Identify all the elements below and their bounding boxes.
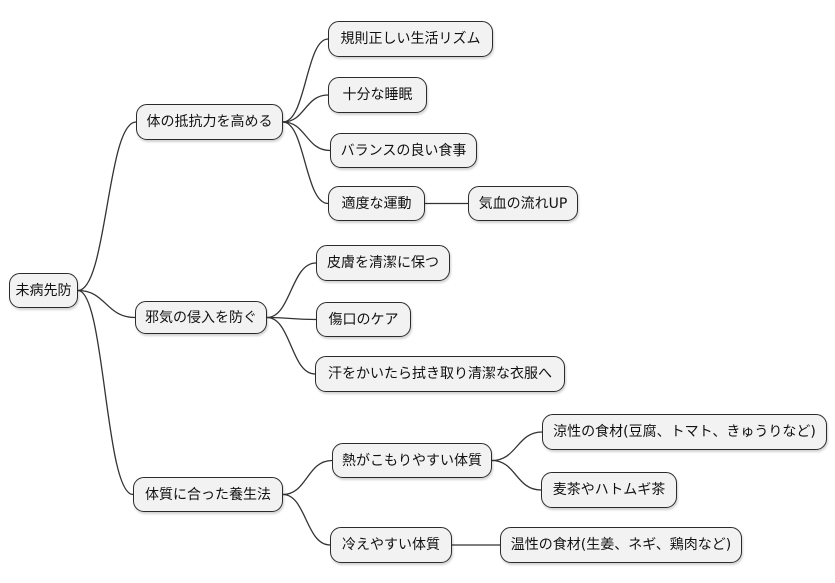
node-regular-rhythm: 規則正しい生活リズム [328, 21, 493, 57]
node-constitution-based-care: 体質に合った養生法 [133, 477, 283, 512]
node-cold-prone-constitution: 冷えやすい体質 [330, 527, 452, 563]
node-wipe-sweat-clean-clothes: 汗をかいたら拭き取り清潔な衣服へ [315, 356, 565, 392]
node-root: 未病先防 [9, 273, 78, 308]
node-barley-tea: 麦茶やハトムギ茶 [541, 472, 677, 508]
edge-root-to-boost-resistance [77, 121, 137, 292]
node-balanced-diet: バランスの良い食事 [330, 133, 477, 168]
node-sufficient-sleep: 十分な睡眠 [328, 77, 427, 113]
node-wound-care: 傷口のケア [316, 302, 411, 337]
edge-boost-resistance-to-moderate-exercise [282, 121, 329, 205]
edge-root-to-constitution-based-care [77, 289, 134, 496]
edge-prevent-invasion-to-wipe-sweat [266, 316, 316, 375]
edge-constitution-care-to-heat-prone [282, 459, 333, 496]
edge-prevent-invasion-to-keep-skin-clean [266, 262, 317, 319]
node-boost-resistance: 体の抵抗力を高める [136, 104, 283, 140]
node-heat-prone-constitution: 熱がこもりやすい体質 [332, 443, 492, 478]
edge-boost-resistance-to-regular-rhythm [282, 38, 329, 123]
edge-heat-prone-to-cooling-foods [491, 431, 543, 462]
edge-prevent-invasion-to-wound-care [266, 316, 317, 321]
edge-boost-resistance-to-sufficient-sleep [282, 94, 329, 123]
edge-boost-resistance-to-balanced-diet [282, 121, 331, 152]
node-warming-foods: 温性の食材(生姜、ネギ、鶏肉など) [500, 527, 742, 563]
node-moderate-exercise: 適度な運動 [328, 186, 425, 221]
node-keep-skin-clean: 皮膚を清潔に保つ [316, 245, 450, 281]
node-prevent-pathogen-invasion: 邪気の侵入を防ぐ [135, 301, 267, 334]
edge-constitution-care-to-cold-prone [282, 493, 331, 546]
edge-root-to-prevent-pathogen-invasion [77, 289, 136, 319]
node-qi-blood-flow: 気血の流れUP [468, 186, 578, 221]
node-cooling-foods: 涼性の食材(豆腐、トマト、きゅうりなど) [542, 414, 827, 450]
edge-heat-prone-to-barley-tea [491, 459, 542, 491]
